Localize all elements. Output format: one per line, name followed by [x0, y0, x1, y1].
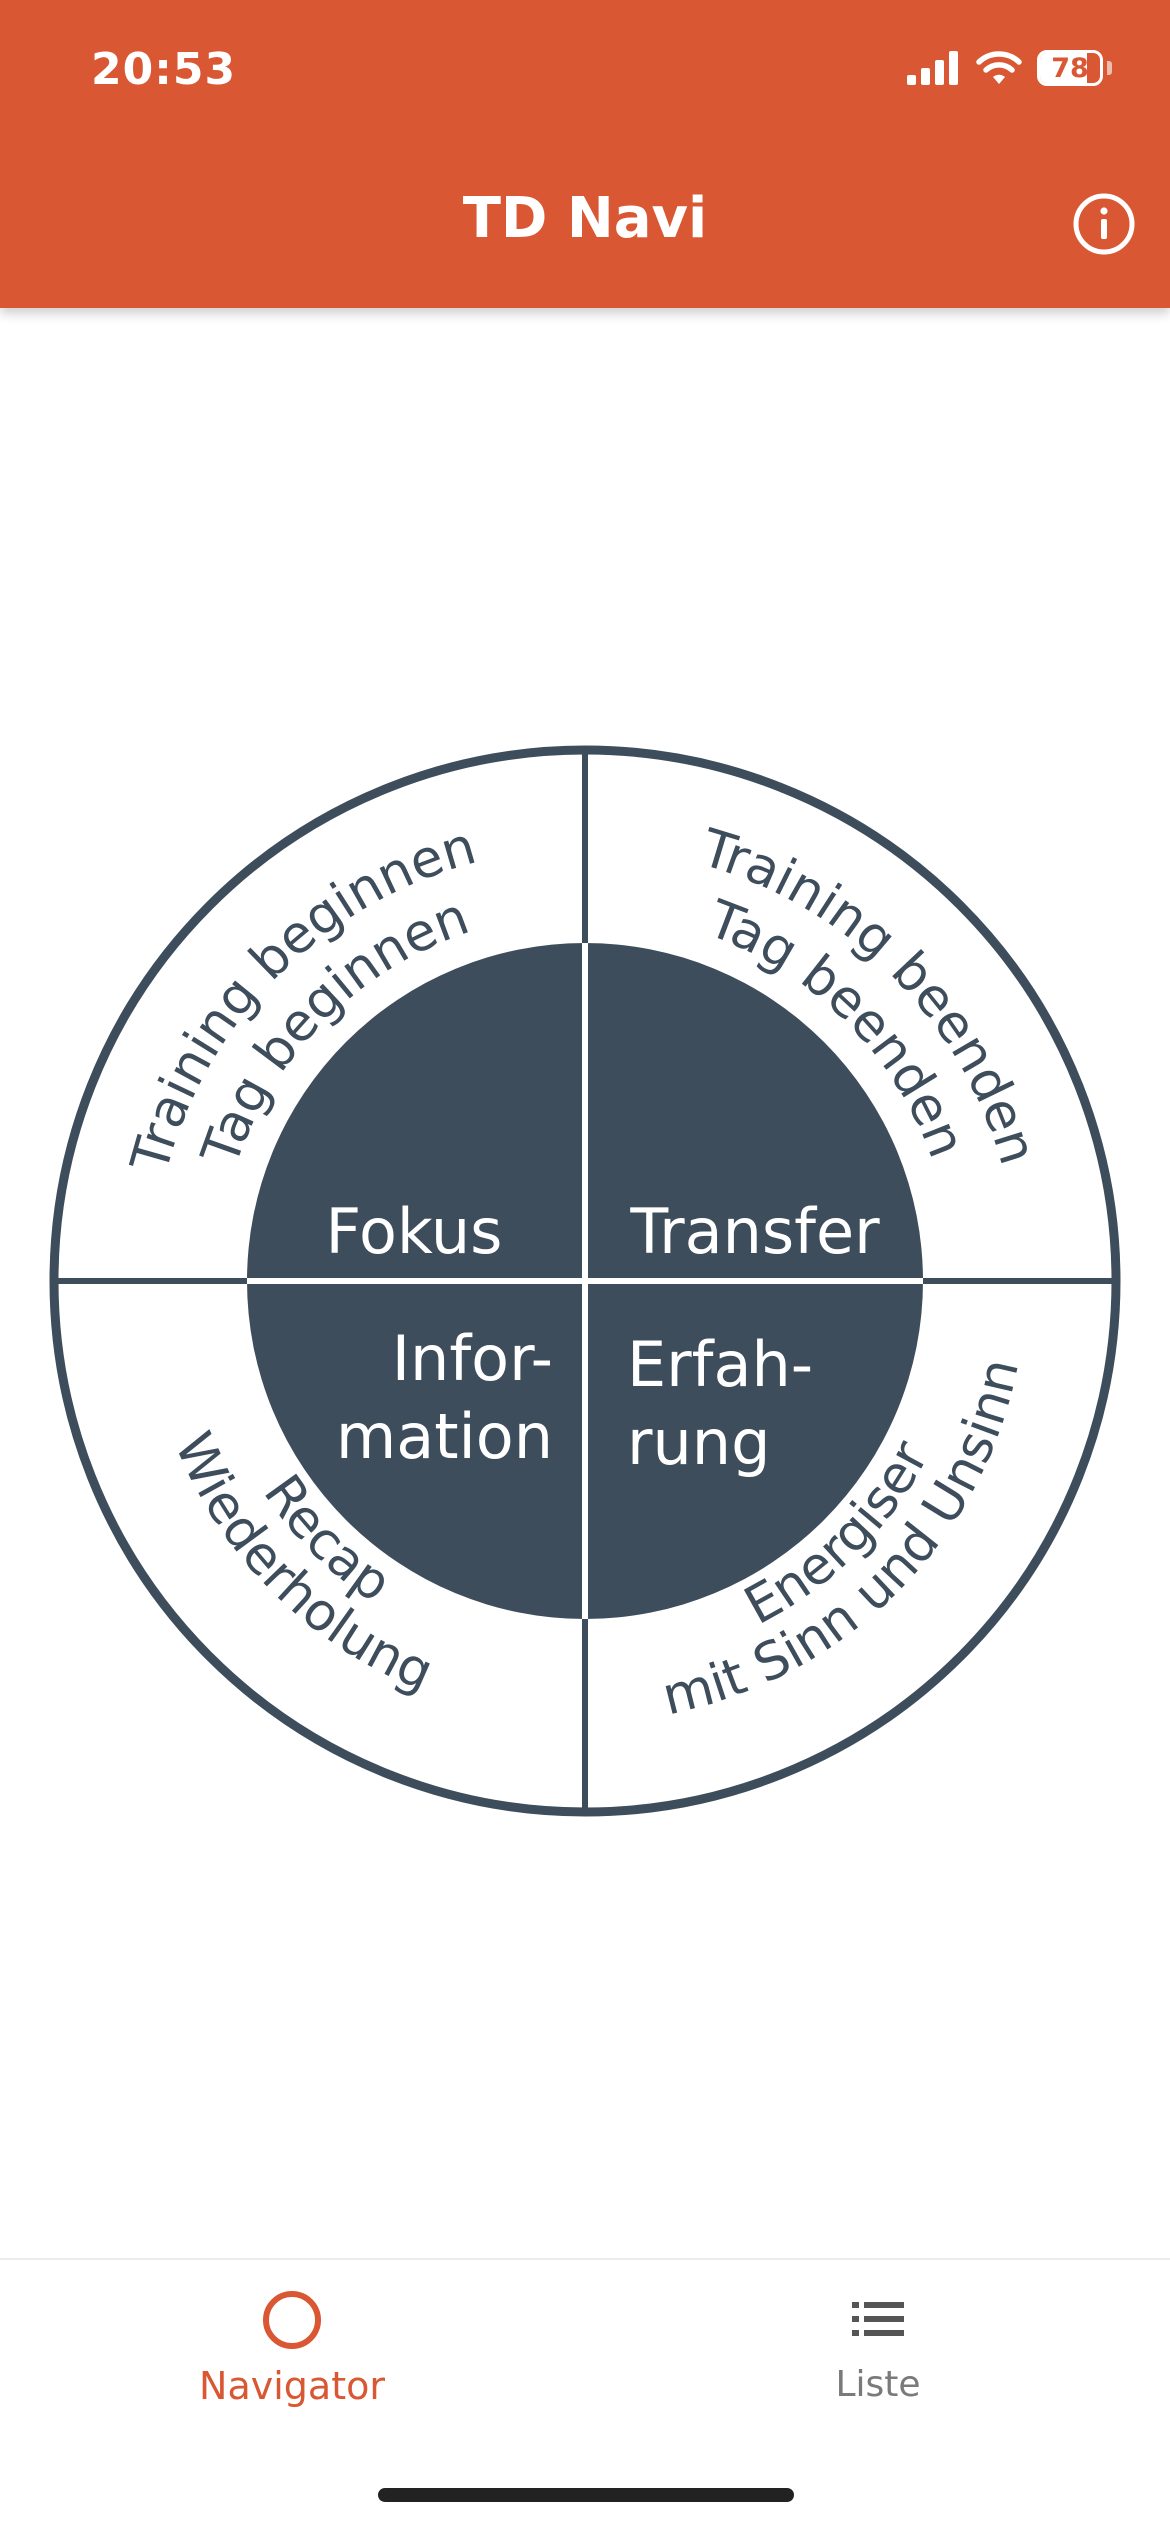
battery-nub — [1107, 61, 1112, 75]
tab-liste-label: Liste — [835, 2364, 921, 2405]
signal-icon — [907, 51, 958, 85]
battery-level: 78 — [1051, 52, 1089, 84]
wifi-icon — [976, 51, 1022, 84]
segment-transfer-label: Transfer — [629, 1195, 880, 1268]
navigator-wheel: Fokus Transfer Infor- mation Erfah- rung… — [49, 745, 1121, 1817]
segment-fokus[interactable]: Fokus — [326, 1195, 503, 1268]
list-icon — [852, 2302, 904, 2336]
app-header: 20:53 78 TD Navi — [0, 0, 1170, 308]
status-icons: 78 — [907, 50, 1112, 86]
segment-information-line2: mation — [336, 1400, 553, 1473]
segment-information-line1: Infor- — [392, 1322, 553, 1395]
home-indicator — [378, 2488, 794, 2502]
status-time: 20:53 — [91, 44, 237, 95]
circle-icon — [263, 2291, 321, 2349]
segment-fokus-label: Fokus — [326, 1195, 503, 1268]
info-circle-icon — [1073, 193, 1135, 255]
segment-erfahrung-line2: rung — [627, 1406, 770, 1479]
tab-liste[interactable]: Liste — [728, 2288, 1028, 2405]
battery-icon: 78 — [1037, 50, 1103, 86]
segment-erfahrung[interactable]: Erfah- rung — [627, 1328, 813, 1479]
segment-erfahrung-line1: Erfah- — [627, 1328, 813, 1401]
info-button[interactable] — [1072, 192, 1136, 256]
segment-information[interactable]: Infor- mation — [336, 1322, 553, 1473]
tab-navigator[interactable]: Navigator — [142, 2288, 442, 2408]
page-title: TD Navi — [462, 186, 708, 251]
segment-transfer[interactable]: Transfer — [629, 1195, 880, 1268]
tab-navigator-label: Navigator — [199, 2364, 385, 2408]
